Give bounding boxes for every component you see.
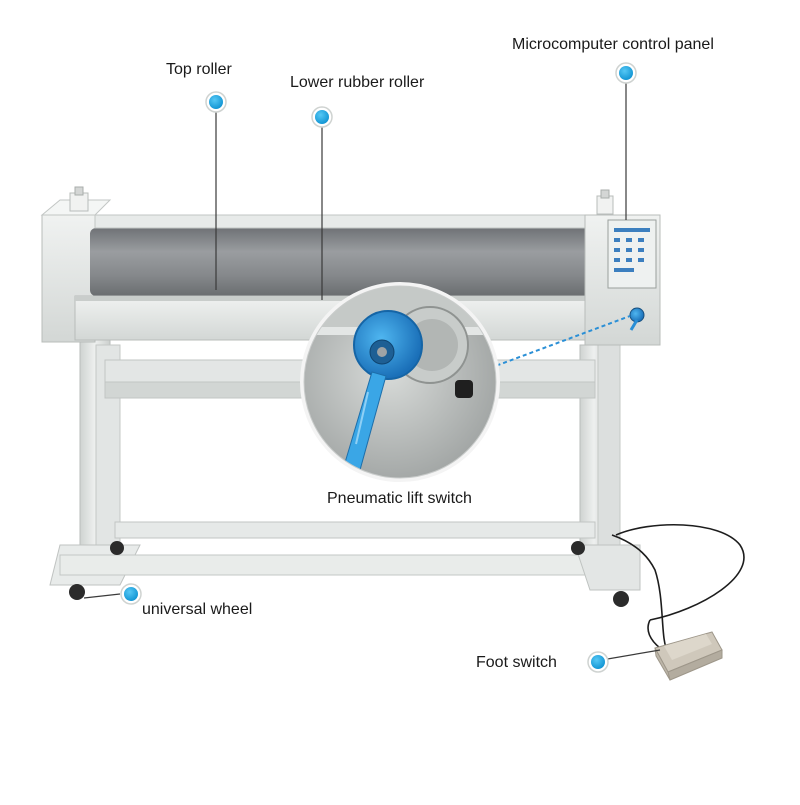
marker-universal-wheel xyxy=(120,583,142,605)
pneumatic-switch-zoom xyxy=(300,282,631,482)
callout-markers xyxy=(120,62,637,673)
marker-lower-rubber-roller xyxy=(311,106,333,128)
marker-top-roller xyxy=(205,91,227,113)
label-control-panel: Microcomputer control panel xyxy=(512,36,714,53)
marker-control-panel xyxy=(615,62,637,84)
label-top-roller: Top roller xyxy=(166,61,232,78)
watermark xyxy=(255,242,263,275)
label-foot-switch: Foot switch xyxy=(476,654,557,671)
wheels xyxy=(69,541,629,607)
label-pneumatic-switch: Pneumatic lift switch xyxy=(327,490,472,507)
leader-lines xyxy=(83,82,661,663)
foot-switch-assembly xyxy=(611,523,745,681)
label-universal-wheel: universal wheel xyxy=(142,601,253,618)
marker-foot-switch xyxy=(587,651,609,673)
label-lower-rubber-roller: Lower rubber roller xyxy=(290,74,425,91)
